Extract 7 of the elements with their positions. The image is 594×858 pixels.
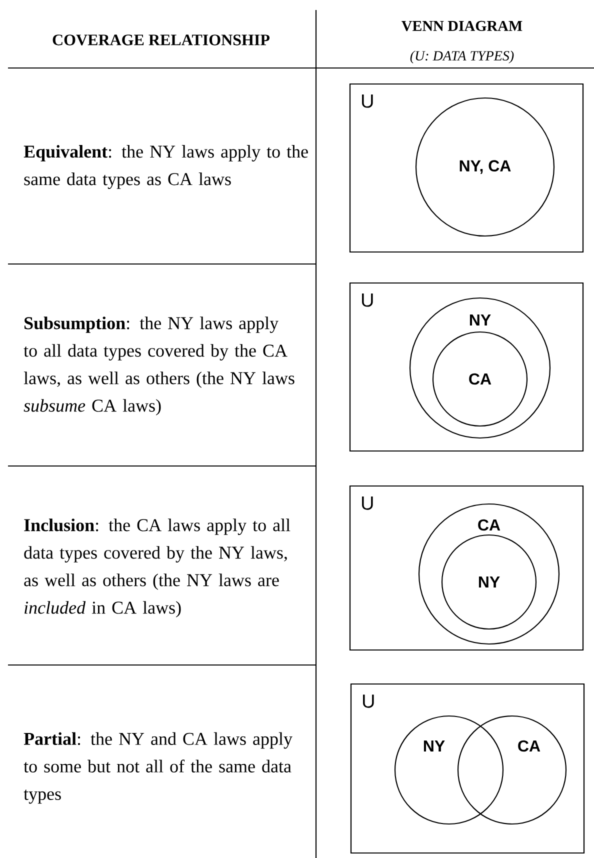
cell-text: Subsumption: the NY laws apply to all data types covered by the CA laws, as well as others (the NY laws subsume CA laws) xyxy=(24,316,294,416)
column-subheader: (U: DATA TYPES) xyxy=(410,50,514,64)
cell-text: Partial: the NY and CA laws apply to some but not all of the same data types xyxy=(24,732,292,804)
column-header: VENN DIAGRAM xyxy=(402,20,522,32)
column-header: COVERAGE RELATIONSHIP xyxy=(52,34,270,46)
cell-text: Inclusion: the CA laws apply to all data types covered by the NY laws, as well as others (the NY laws are included in CA laws) xyxy=(24,518,290,618)
cell-text: Equivalent: the NY laws apply to the same data types as CA laws xyxy=(24,145,308,189)
